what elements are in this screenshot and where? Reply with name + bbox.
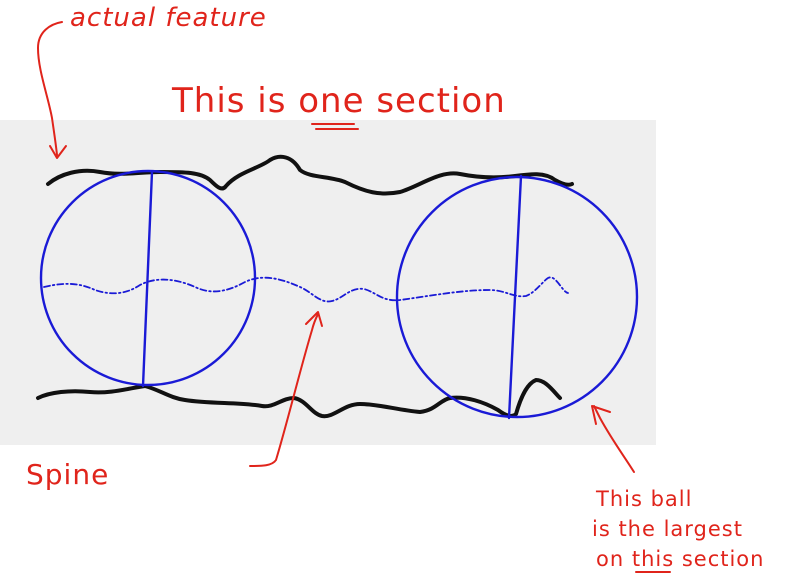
arrow-ball-head	[591, 405, 611, 425]
label-spine: Spine	[26, 458, 109, 491]
ball-right-largest	[395, 175, 639, 419]
arrow-actual-feature	[37, 21, 63, 156]
ball-left-diameter	[141, 170, 154, 388]
ball-right-diameter	[507, 174, 523, 420]
feature-boundary-bottom	[36, 378, 562, 419]
spine-centerline	[43, 276, 569, 303]
label-actual-feature: actual feature	[70, 3, 267, 33]
label-ball-line1: This ball	[595, 487, 692, 511]
arrow-spine-head	[305, 311, 323, 327]
label-section-title: This is one section	[171, 81, 506, 121]
arrow-actual-feature-head	[49, 145, 67, 159]
label-ball-line2: is the largest	[592, 517, 743, 541]
label-ball-line3: on this section	[596, 547, 764, 571]
arrow-spine	[249, 313, 319, 467]
arrow-ball	[593, 405, 635, 473]
